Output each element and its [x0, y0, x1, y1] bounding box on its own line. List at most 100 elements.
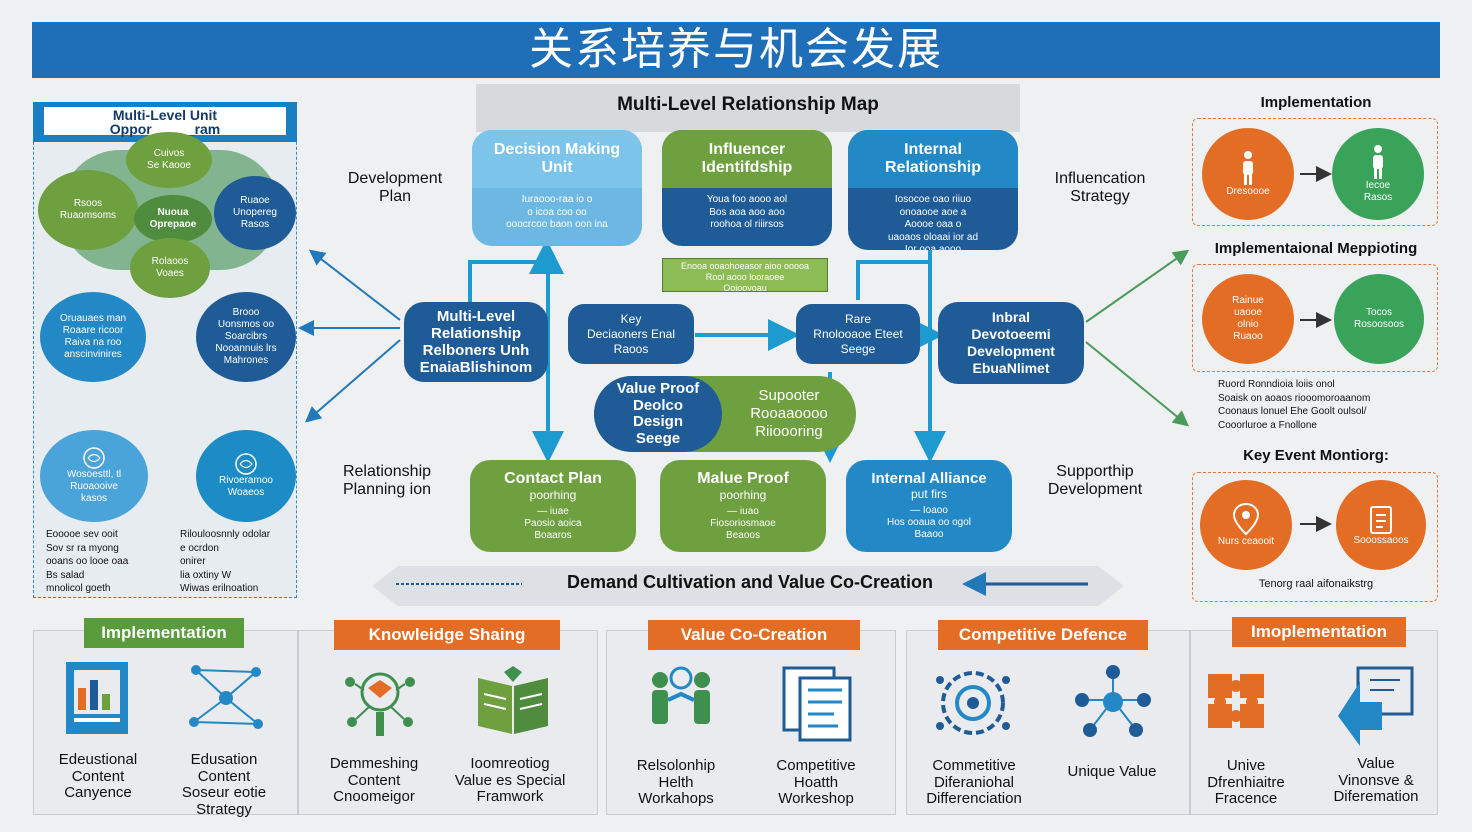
- brain-icon: [235, 453, 257, 475]
- card-sub: put firs: [910, 487, 947, 501]
- tag-competitive-defence: Competitive Defence: [938, 620, 1148, 650]
- card-internal-alliance: Internal Alliance put firs — Ioaoo Hos o…: [846, 460, 1012, 552]
- open-book-icon: [478, 666, 548, 734]
- rp-key-event-title: Key Event Montiorg:: [1243, 447, 1389, 464]
- lp-bullet: Sov sr ra myong: [46, 542, 119, 554]
- bottom-label-unive-difference: Unive Dfrenhiaitre Fracence: [1207, 757, 1285, 807]
- lp-node-mid-right: Brooo Uonsmos oo Soarcibrs Nooannuis lrs…: [196, 292, 296, 382]
- card-body: — iuao Fiosoriosmaoe Beaoos: [710, 506, 776, 541]
- left-panel-title-line2: Oppor___ __ram: [109, 121, 221, 137]
- card-sub: poorhing: [719, 488, 767, 502]
- label-supporthip-development: Supporthip Development: [1047, 463, 1143, 499]
- arrow-rel-planning: [304, 339, 401, 423]
- rp-bullet: Cooorluroe a Fnollone: [1218, 419, 1317, 431]
- rp-mapping-title: Implementaional Meppioting: [1214, 240, 1418, 257]
- bottom-label-competitive-differentiation: Commetitive Diferaniohal Differenciation: [926, 757, 1022, 807]
- lp-bullets-left: Eooooe sev ooit Sov sr ra myong ooans oo…: [46, 528, 156, 596]
- card-title: Malue Proof: [697, 470, 789, 487]
- rp-key-circle-2-label: Sooossaoos: [1353, 535, 1409, 546]
- arrow-right-bottom: [1085, 341, 1190, 427]
- bottom-label-value-framework: Ioomreotiog Value es Special Framwork: [454, 755, 566, 805]
- tag-value-co-creation: Value Co-Creation: [648, 620, 860, 650]
- card-decision-making-unit: Decision Making Unit Iuraooo-raa io o o …: [472, 130, 642, 246]
- gear-shield-icon: [936, 671, 1010, 735]
- rp-implementation-box: [1192, 118, 1438, 226]
- left-panel-title-line1: Multi-Level Unit: [112, 107, 218, 123]
- rp-key-footer: Tenorg raal aifonaikstrg: [1258, 578, 1374, 590]
- card-malue-proof: Malue Proof poorhing — iuao Fiosoriosmao…: [660, 460, 826, 552]
- rp-key-circle-2: Sooossaoos: [1336, 480, 1426, 570]
- node-internal-development: Inbral Devotoeemi Development EbuaNlimet: [938, 302, 1084, 384]
- lp-bullet: Wiwas erilnoation: [180, 583, 259, 594]
- node-key-decision: Key Deciaoners Enal Raoos: [568, 304, 694, 364]
- lp-bullet: lia oxtiny W: [180, 569, 232, 581]
- card-title: Influencer Identifdship: [662, 130, 832, 188]
- node-multi-level-relationship: Multi-Level Relationship Relboners Unh E…: [404, 302, 548, 382]
- rp-implementation-title: Implementation: [1260, 94, 1372, 111]
- card-body: — Ioaoo Hos ooaua oo ogol Baaoo: [887, 505, 971, 540]
- person-icon: [1243, 151, 1253, 185]
- bottom-label-competitive-workshop: Competitive Hoatth Workeshop: [776, 757, 856, 807]
- network-nodes-icon: [189, 665, 263, 729]
- lp-node-right: Ruaoe Unopereg Rasos: [214, 176, 296, 250]
- arrow-right-top: [1085, 249, 1190, 323]
- rp-key-circle-1: Nurs ceaooit: [1200, 480, 1292, 570]
- rp-mapping-box: [1192, 264, 1438, 372]
- tag-implementation-2: Imoplementation: [1232, 617, 1406, 647]
- lp-bullet: ooans oo looe oaa: [46, 556, 129, 567]
- location-pin-icon: [1232, 502, 1260, 536]
- lp-bullet: onirer: [180, 556, 206, 567]
- rp-impl-circle-1: Dresoooe: [1202, 128, 1294, 220]
- lp-node-mid-left: Oruauaes man Roaare ricoor Raiva na roo …: [40, 292, 146, 382]
- lp-node-low-right-label: Rivoeramoo Woaeos: [219, 475, 273, 498]
- page-banner: 关系培养与机会发展: [32, 22, 1440, 78]
- label-influencation-strategy: Influencation Strategy: [1054, 170, 1146, 206]
- lp-bullets-right: Rilouloosnnly odolar e ocrdon onirer lia…: [180, 528, 296, 596]
- lp-bullet: Rilouloosnnly odolar: [180, 529, 271, 540]
- arrow-dev-plan: [308, 249, 401, 321]
- document-stack-icon: [782, 666, 852, 742]
- flow-up-internal: [856, 250, 932, 300]
- green-strip: Enooa ooaohoeasor aioo ooooa Rool aooo l…: [662, 258, 828, 293]
- rp-key-circle-1-label: Nurs ceaooit: [1217, 536, 1275, 547]
- lp-bullet: Eooooe sev ooit: [46, 529, 118, 540]
- rp-bullet: Soaisk on aoaos riooomoroaanom: [1218, 392, 1371, 404]
- rp-mapping-bullets: Ruord Ronndioia loiis onol Soaisk on aoa…: [1218, 378, 1438, 432]
- rp-impl-circle-2-label: Iecoe Rasos: [1363, 180, 1393, 203]
- left-panel-title: Multi-Level Unit Oppor___ __ram: [43, 106, 287, 136]
- lp-node-bottom: Rolaoos Voaes: [130, 238, 210, 298]
- brain-icon: [83, 447, 105, 469]
- lp-node-low-right: Rivoeramoo Woaeos: [196, 430, 296, 522]
- tag-implementation: Implementation: [84, 618, 244, 648]
- bottom-label-unique-value: Unique Value: [1067, 763, 1157, 780]
- lp-bullet: e ocrdon: [180, 542, 219, 554]
- card-title: Internal Alliance: [871, 470, 987, 487]
- card-title: Decision Making Unit: [472, 130, 642, 188]
- rp-bullet: Coonaus lonuel Ehe Goolt oulsol/: [1218, 406, 1367, 417]
- people-collaboration-icon: [652, 666, 710, 724]
- card-influencer-identification: Influencer Identifdship Youa foo aooo ao…: [662, 130, 832, 246]
- lp-node-center: Nuoua Oprepaoe: [134, 195, 212, 243]
- card-internal-relationship: Internal Relationship Iosocoe oao riiuo …: [848, 130, 1018, 250]
- rp-impl-circle-1-label: Dresoooe: [1226, 186, 1270, 197]
- document-chart-icon: [66, 662, 128, 734]
- puzzle-icon: [1208, 674, 1264, 728]
- card-body: — iuae Paosio aoica Boaaros: [524, 506, 582, 541]
- card-contact-plan: Contact Plan poorhing — iuae Paosio aoic…: [470, 460, 636, 552]
- card-body: Youa foo aooo aol Bos aoa aoo aoo roohoa…: [706, 194, 788, 230]
- value-network-icon: [1075, 665, 1151, 737]
- rp-map-circle-1: Rainue uaooe olnio Ruaoo: [1202, 274, 1294, 364]
- node-rare-stage: Rare Rnolooaoe Eteet Seege: [796, 304, 920, 364]
- map-title: Multi-Level Relationship Map: [476, 84, 1020, 132]
- rp-bullet: Ruord Ronndioia loiis onol: [1218, 379, 1335, 390]
- clipboard-icon: [1370, 506, 1392, 534]
- bottom-label-value-differentiation: Value Vinonsve & Diferemation: [1333, 755, 1419, 805]
- card-sub: poorhing: [529, 488, 577, 502]
- rp-key-event-box: [1192, 472, 1438, 602]
- card-body: Iuraooo-raa io o o icoa coo oo ooocrcoo …: [506, 194, 608, 230]
- label-development-plan: Development Plan: [347, 170, 443, 206]
- lp-node-low-left-label: Wosoesttl, tl Ruoaooive kasos: [66, 469, 122, 504]
- bottom-label-demmeshing-content: Demmeshing Content Cnoomeigor: [329, 755, 419, 805]
- lp-node-left: Rsoos Ruaomsoms: [38, 170, 138, 250]
